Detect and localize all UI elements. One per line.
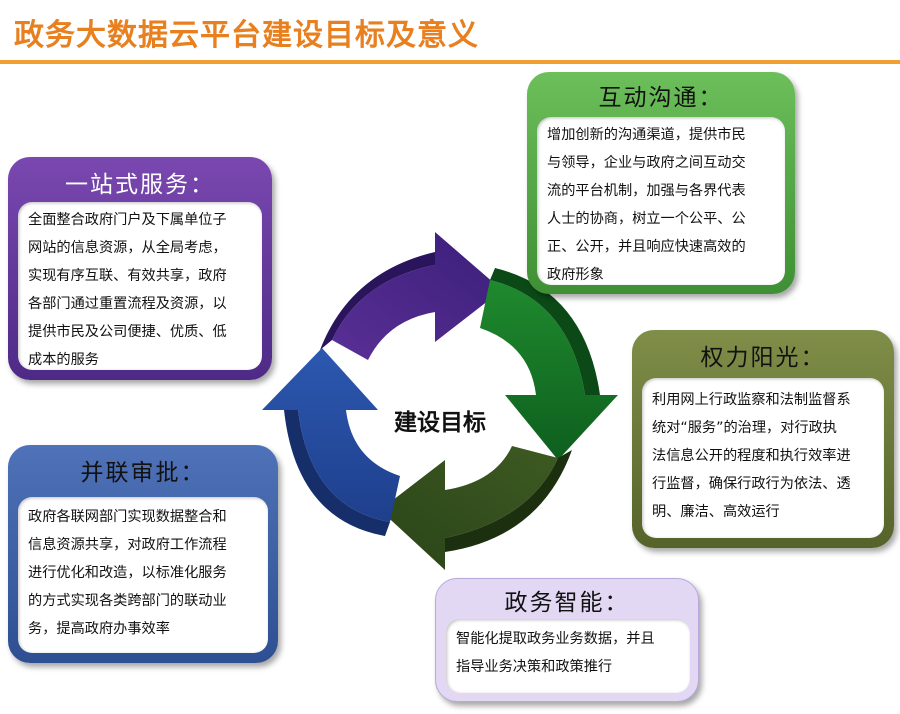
card-line: 利用网上行政监察和法制监督系 [652,392,851,408]
card-title: 一站式服务： [65,172,215,198]
card-line: 行监督，确保行政行为依法、透 [652,476,851,492]
card-line: 人士的协商，树立一个公平、公 [547,211,746,227]
card-body: 增加创新的沟通渠道，提供市民 与领导，企业与政府之间互动交 流的平台机制，加强与… [537,117,785,285]
card-body: 全面整合政府门户及下属单位子 网站的信息资源，从全局考虑， 实现有序互联、有效共… [18,202,262,370]
card-line: 统对“服务”的治理，对行政执 [652,420,837,436]
card-line: 正、公开，并且响应快速高效的 [547,239,746,255]
cycle-arrows [262,232,618,570]
card-line: 流的平台机制，加强与各界代表 [547,183,746,199]
arrow-purple [320,232,502,360]
card-line: 全面整合政府门户及下属单位子 [28,212,227,228]
card-line: 的方式实现各类跨部门的联动业 [28,593,227,609]
card-line: 智能化提取政务业务数据，并且 [456,631,655,647]
card-line: 增加创新的沟通渠道，提供市民 [547,127,746,143]
page-title: 政务大数据云平台建设目标及意义 [14,18,479,53]
card-line: 务，提高政府办事效率 [28,621,170,637]
card-line: 明、廉洁、高效运行 [652,504,780,520]
card-line: 政府形象 [547,267,604,283]
arrow-olive [380,446,572,570]
card-line: 各部门通过重置流程及资源，以 [28,296,227,312]
card-one-stop-service: 一站式服务： 全面整合政府门户及下属单位子 网站的信息资源，从全局考虑， 实现有… [8,157,272,380]
card-body: 智能化提取政务业务数据，并且 指导业务决策和政策推行 [446,619,690,693]
card-body: 政府各联网部门实现数据整合和 信息资源共享，对政府工作流程 进行优化和改造，以标… [18,497,268,653]
card-line: 法信息公开的程度和执行效率进 [652,448,851,464]
card-title: 政务智能： [504,590,630,616]
card-title: 并联审批： [80,460,206,486]
center-label: 建设目标 [394,410,486,436]
card-line: 进行优化和改造，以标准化服务 [28,565,227,581]
card-interactive-communication: 互动沟通： 增加创新的沟通渠道，提供市民 与领导，企业与政府之间互动交 流的平台… [527,72,795,294]
card-parallel-approval: 并联审批： 政府各联网部门实现数据整合和 信息资源共享，对政府工作流程 进行优化… [8,445,278,663]
card-title: 互动沟通： [598,85,724,111]
title-divider [0,60,900,64]
card-government-intelligence: 政务智能： 智能化提取政务业务数据，并且 指导业务决策和政策推行 [435,578,699,702]
card-line: 提供市民及公司便捷、优质、低 [28,324,227,340]
arrow-blue [262,348,400,536]
card-line: 信息资源共享，对政府工作流程 [28,537,227,553]
card-line: 网站的信息资源，从全局考虑， [28,240,227,256]
card-line: 政府各联网部门实现数据整合和 [28,509,227,525]
card-title: 权力阳光： [700,345,826,371]
card-line: 指导业务决策和政策推行 [456,659,613,675]
card-line: 成本的服务 [28,352,99,368]
card-line: 实现有序互联、有效共享，政府 [28,268,227,284]
card-body: 利用网上行政监察和法制监督系 统对“服务”的治理，对行政执 法信息公开的程度和执… [642,378,884,538]
card-power-sunshine: 权力阳光： 利用网上行政监察和法制监督系 统对“服务”的治理，对行政执 法信息公… [632,330,894,548]
card-line: 与领导，企业与政府之间互动交 [547,155,746,171]
